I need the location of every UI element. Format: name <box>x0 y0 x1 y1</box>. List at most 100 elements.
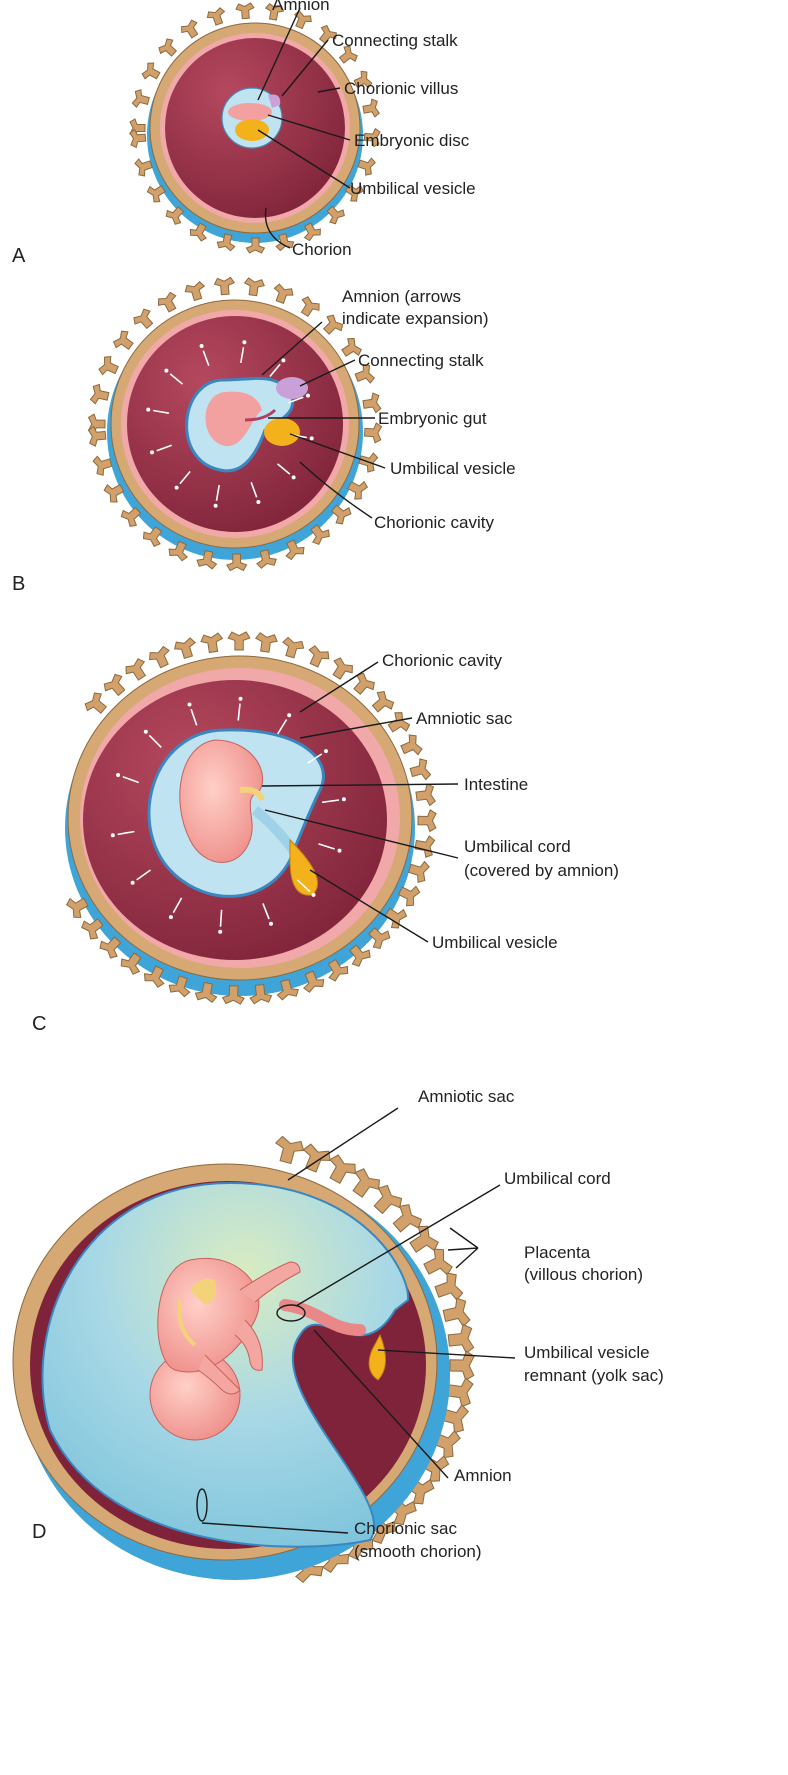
chorionic-villus <box>146 184 166 203</box>
expansion-arrowhead <box>281 358 286 363</box>
chorionic-villus <box>221 985 245 1005</box>
panel-a: Amnion Connecting stalk Chorionic villus… <box>12 0 476 267</box>
label-chorionic-cavity: Chorionic cavity <box>374 513 494 532</box>
chorionic-villus <box>173 637 197 660</box>
chorionic-villus <box>363 422 383 444</box>
umbilical-cord-ring <box>276 1304 306 1322</box>
chorionic-villus <box>322 314 344 335</box>
leader-umbilical-vesicle <box>257 129 351 189</box>
expansion-arrow <box>172 897 183 914</box>
chorionic-villus <box>285 539 305 561</box>
chorionic-villus <box>99 936 122 959</box>
expansion-arrowhead <box>130 880 135 885</box>
chorionic-villus <box>112 330 134 351</box>
chorionic-villus <box>338 45 358 64</box>
fetus-arm <box>197 1354 241 1395</box>
leader-umbilical-vesicle-remnant <box>377 1349 516 1359</box>
chorionic-villus <box>368 927 391 950</box>
leader-connecting-stalk <box>281 39 329 97</box>
expansion-arrow <box>296 879 311 893</box>
expansion-arrow <box>190 708 198 726</box>
label-chorionic-sac-line2: (smooth chorion) <box>354 1542 482 1561</box>
chorionic-villus <box>275 233 295 252</box>
chorionic-villus <box>213 276 236 296</box>
chorionic-villus <box>353 672 375 695</box>
label-chorionic-villus: Chorionic villus <box>344 79 458 98</box>
expansion-arrow <box>262 903 270 920</box>
chorionic-villus <box>98 355 119 376</box>
expansion-arrowhead <box>174 485 179 490</box>
expansion-arrow <box>179 470 191 485</box>
leader-intestine <box>261 783 459 787</box>
chorionic-villus <box>274 1135 305 1165</box>
chorionic-villus <box>148 645 170 669</box>
chorionic-villus <box>434 1272 464 1301</box>
expansion-arrow <box>169 373 184 385</box>
chorionic-villus <box>276 978 299 1001</box>
leader-connecting-stalk <box>299 359 356 387</box>
expansion-arrowhead <box>199 344 204 348</box>
chorionic-villus <box>447 1323 475 1354</box>
label-amnion: Amnion <box>272 0 330 14</box>
label-chorion: Chorion <box>292 240 352 259</box>
label-connecting-stalk: Connecting stalk <box>332 31 458 50</box>
chorionic-villus <box>81 918 104 940</box>
chorionic-villus <box>200 632 224 654</box>
chorionic-villus <box>300 296 320 318</box>
expansion-arrow <box>136 869 151 881</box>
connecting-stalk <box>276 377 308 399</box>
expansion-arrow <box>269 363 281 378</box>
panel-letter-b: B <box>12 573 25 595</box>
leader-amnion <box>313 1329 449 1479</box>
chorionic-villus <box>273 283 294 304</box>
chorionic-villus <box>181 19 199 39</box>
chorionic-villus <box>141 62 161 80</box>
label-umbilical-cord-line2: (covered by amnion) <box>464 861 619 880</box>
chorionic-villus <box>446 1377 474 1408</box>
expansion-arrowhead <box>324 749 328 754</box>
expansion-arrow <box>288 396 304 404</box>
label-umbilical-vesicle: Umbilical vesicle <box>390 459 516 478</box>
label-umbilical-vesicle: Umbilical vesicle <box>350 179 476 198</box>
expansion-arrowhead <box>256 500 261 504</box>
chorionic-villus <box>120 952 142 975</box>
label-embryonic-gut: Embryonic gut <box>378 409 487 428</box>
expansion-arrowhead <box>187 702 192 707</box>
chorionic-villus <box>226 553 248 572</box>
chorionic-villus <box>308 645 330 668</box>
chorionic-villus <box>329 1154 356 1184</box>
leader-placenta <box>447 1227 479 1269</box>
expansion-arrows <box>110 696 346 934</box>
panel-b-sac <box>107 299 363 560</box>
expansion-arrow <box>276 463 291 475</box>
chorionic-villus <box>330 504 352 525</box>
chorionic-sac-marker <box>196 1488 208 1522</box>
chorionic-villus <box>357 157 376 176</box>
expansion-arrowhead <box>168 915 173 920</box>
chorionic-villus <box>326 205 345 225</box>
chorionic-villus <box>206 7 226 26</box>
fetus-organs <box>190 1278 217 1305</box>
chorionic-villus <box>327 958 349 982</box>
expansion-arrowhead <box>164 368 169 373</box>
label-amniotic-sac: Amniotic sac <box>418 1087 515 1106</box>
chorionic-villus <box>65 897 89 918</box>
fetus-leg <box>234 1319 263 1371</box>
chorionic-villus <box>332 657 353 680</box>
expansion-arrowhead <box>238 696 243 701</box>
expansion-arrow <box>240 347 245 364</box>
expansion-arrow <box>122 775 139 784</box>
umbilical-vesicle <box>235 119 269 141</box>
chorionic-villus <box>264 3 285 21</box>
panel-d: Amniotic sac Umbilical cord Placenta (vi… <box>12 1087 664 1584</box>
chorionic-villus <box>352 1168 380 1198</box>
umbilical-vesicle <box>264 418 300 446</box>
chorionic-villus <box>194 981 218 1003</box>
umbilical-vesicle-remnant <box>368 1333 386 1381</box>
expansion-arrow <box>117 830 135 836</box>
expansion-arrowhead <box>309 436 314 441</box>
chorionic-villus <box>125 658 147 681</box>
chorionic-villus <box>131 89 150 109</box>
panel-b: Amnion (arrows indicate expansion) Conne… <box>12 276 516 595</box>
leader-umbilical-vesicle <box>289 433 386 469</box>
